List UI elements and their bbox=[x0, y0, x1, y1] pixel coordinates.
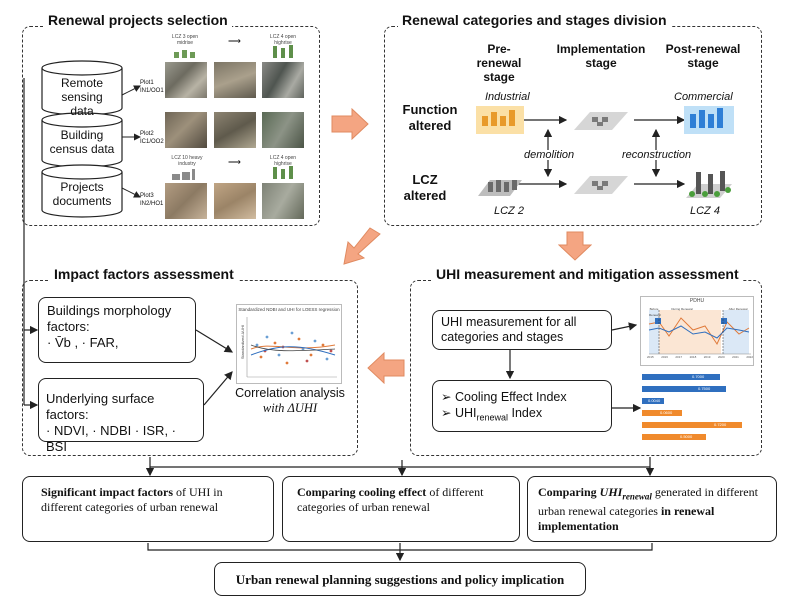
pdhu-plot-area bbox=[648, 310, 751, 355]
bar-row bbox=[642, 410, 682, 416]
impact-panel-title: Impact factors assessment bbox=[50, 266, 238, 282]
uhi-panel-title: UHI measurement and mitigation assessmen… bbox=[432, 266, 743, 282]
morphology-factors-box: Buildings morphology factors: · V̄b , · … bbox=[38, 297, 196, 363]
lcz3-mini-icon bbox=[174, 50, 195, 58]
aerial-image-plot3-pre bbox=[165, 183, 207, 219]
label-reconstruction: reconstruction bbox=[622, 149, 692, 161]
morphology-factors-title: Buildings morphology factors: bbox=[47, 303, 172, 334]
bar-row bbox=[642, 422, 742, 428]
aerial-image-plot2-pre bbox=[165, 112, 207, 148]
demolition-site-icon bbox=[574, 112, 628, 130]
loess-chart: Standardized NDBI and UHI for LOESS regr… bbox=[236, 304, 342, 384]
surface-factors-title: Underlying surface factors: bbox=[46, 391, 155, 422]
pdhu-line-chart: PDHU Before Renewal During Renewal After… bbox=[640, 296, 754, 366]
lcz4-buildings-icon bbox=[686, 171, 732, 198]
loess-chart-title: Standardized NDBI and UHI for LOESS regr… bbox=[238, 307, 340, 312]
bar-row bbox=[642, 374, 720, 380]
pdhu-tag-after: After Renewal bbox=[728, 307, 748, 311]
loess-chart-ylabel: Standardized ΔUHI bbox=[240, 324, 245, 360]
impact-factors-output-box: Significant impact factors of UHI in dif… bbox=[22, 476, 274, 542]
flow-arrow-down-left bbox=[343, 227, 381, 265]
division-panel-title: Renewal categories and stages division bbox=[398, 12, 671, 28]
bar-row bbox=[642, 434, 706, 440]
cooling-effect-index-item: ➢ Cooling Effect Index bbox=[441, 390, 567, 404]
morphology-factors-items: · V̄b , · FAR, bbox=[47, 335, 119, 350]
cooling-effect-output-box: Comparing cooling effect of different ca… bbox=[282, 476, 520, 542]
label-commercial: Commercial bbox=[674, 91, 733, 103]
label-demolition: demolition bbox=[524, 149, 575, 161]
stage-implementation: Implementation stage bbox=[556, 42, 646, 70]
stage-pre-renewal: Pre-renewal stage bbox=[476, 42, 522, 84]
index-bar-chart: 0.7000 0.7500 0.0040 0.0600 0.7200 0.500… bbox=[642, 370, 754, 446]
label-lcz2: LCZ 2 bbox=[494, 205, 524, 217]
pdhu-chart-title: PDHU bbox=[689, 298, 705, 304]
bar-label: 0.0600 bbox=[660, 410, 673, 415]
cooling-index-box: ➢ Cooling Effect Index ➢ UHIrenewal Inde… bbox=[432, 380, 612, 432]
aerial-image-plot1-pre bbox=[165, 62, 207, 98]
stage-post-renewal: Post-renewal stage bbox=[665, 42, 741, 70]
source-remote-sensing: Remote sensing data bbox=[60, 76, 104, 118]
policy-implication-box: Urban renewal planning suggestions and p… bbox=[214, 562, 586, 596]
selection-panel-title: Renewal projects selection bbox=[44, 12, 232, 28]
aerial-image-plot2-post bbox=[262, 112, 304, 148]
lcz2-buildings-icon bbox=[478, 180, 522, 196]
arrow-icon: ⟶ bbox=[228, 36, 241, 46]
loess-plot-area bbox=[246, 317, 337, 378]
data-source-cylinders bbox=[41, 60, 123, 218]
row-function-altered: Function altered bbox=[402, 102, 458, 133]
industrial-buildings-icon bbox=[476, 106, 524, 134]
bar-label: 0.7500 bbox=[698, 386, 711, 391]
lcz10-mini-icon bbox=[172, 169, 195, 180]
aerial-image-plot2-mid bbox=[214, 112, 256, 148]
demolition-site-icon bbox=[574, 176, 628, 194]
row-lcz-altered: LCZ altered bbox=[403, 172, 447, 203]
lcz-post-caption-1: LCZ 4 open highrise bbox=[269, 34, 297, 46]
uhi-renewal-output-box: Comparing UHIrenewal generated in differ… bbox=[527, 476, 777, 542]
source-building-census: Building census data bbox=[49, 128, 115, 156]
surface-factors-box: Underlying surface factors: · NDVI, · ND… bbox=[38, 378, 204, 454]
commercial-buildings-icon bbox=[684, 106, 734, 134]
lcz4-mini-icon bbox=[273, 45, 293, 58]
flow-arrow-left bbox=[367, 352, 405, 384]
label-industrial: Industrial bbox=[485, 91, 530, 103]
bar-label: 0.7200 bbox=[714, 422, 727, 427]
aerial-image-plot3-mid bbox=[214, 183, 256, 219]
bar-label: 0.7000 bbox=[692, 374, 705, 379]
lcz-post-caption-3: LCZ 4 open highrise bbox=[269, 155, 297, 167]
lcz4-mini-icon bbox=[273, 166, 293, 179]
aerial-image-plot3-post bbox=[262, 183, 304, 219]
surface-factors-items: · NDVI, · NDBI · ISR, · BSI bbox=[46, 423, 176, 454]
aerial-image-plot1-post bbox=[262, 62, 304, 98]
bar-row bbox=[642, 398, 664, 404]
bar-label: 0.0040 bbox=[648, 398, 661, 403]
flow-arrow-down bbox=[558, 231, 592, 261]
flow-arrow-right bbox=[331, 108, 369, 140]
bar-row bbox=[642, 386, 726, 392]
arrow-icon: ⟶ bbox=[228, 157, 241, 167]
pdhu-tag-before: Before Renewal bbox=[649, 307, 661, 317]
aerial-image-plot1-mid bbox=[214, 62, 256, 98]
correlation-analysis-label: Correlation analysis with ΔUHI bbox=[235, 386, 345, 415]
lcz-pre-caption-3: LCZ 10 heavy industry bbox=[171, 155, 203, 167]
pdhu-tag-during: During Renewal bbox=[671, 307, 693, 311]
bar-label: 0.5000 bbox=[680, 434, 693, 439]
lcz-pre-caption-1: LCZ 3 open midrise bbox=[171, 34, 199, 46]
uhi-measurement-box: UHI measurement for all categories and s… bbox=[432, 310, 612, 350]
source-projects-documents: Projects documents bbox=[52, 180, 112, 208]
label-lcz4: LCZ 4 bbox=[690, 205, 720, 217]
uhi-renewal-index-item: ➢ UHIrenewal Index bbox=[441, 406, 543, 423]
